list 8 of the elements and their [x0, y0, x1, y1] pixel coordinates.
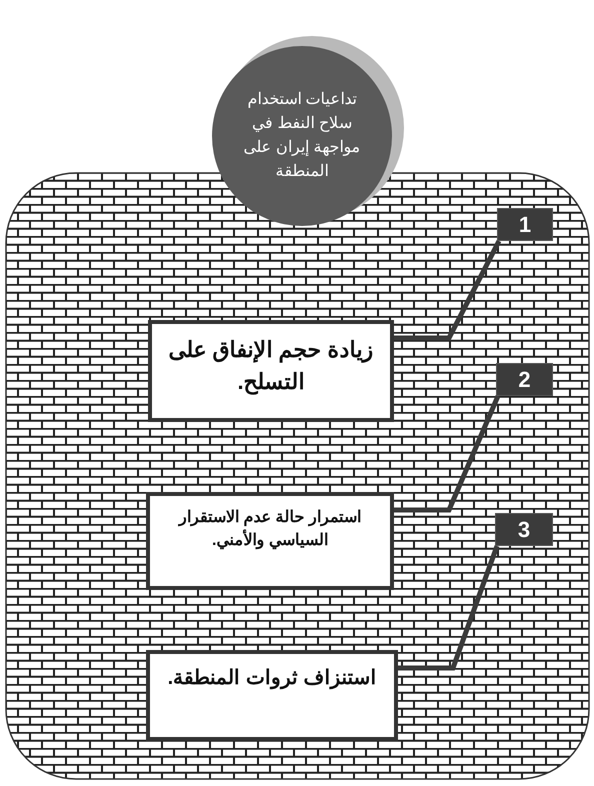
leader-line: [394, 240, 502, 340]
number-badge: 3: [495, 513, 553, 546]
text-box: استمرار حالة عدم الاستقرار السياسي والأمني.: [146, 492, 394, 590]
text-box: زيادة حجم الإنفاق على التسلح.: [148, 320, 394, 422]
title-circle: تداعيات استخدام سلاح النفط في مواجهة إيران على المنطقة: [212, 46, 392, 226]
text-box: استنزاف ثروات المنطقة.: [146, 650, 398, 741]
number-badge: 1: [497, 208, 553, 241]
number-badge: 2: [496, 363, 553, 396]
